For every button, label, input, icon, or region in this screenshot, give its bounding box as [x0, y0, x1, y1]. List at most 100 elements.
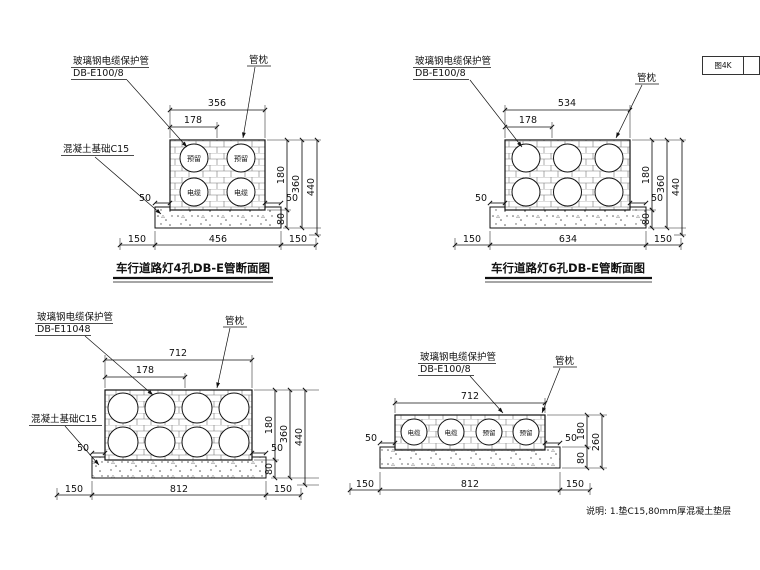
- dim-width-base: 634: [559, 234, 577, 245]
- title-block-cell: [744, 57, 759, 74]
- hole-label: 电缆: [445, 428, 459, 437]
- pipe-hole: [179, 143, 209, 173]
- right-dimensions: 180 80 360 440: [267, 137, 321, 238]
- leader-labels: 玻璃钢电缆保护管 DB-E100/8 管枕: [413, 55, 659, 148]
- pipe-hole: [218, 392, 250, 424]
- top-dimensions: 712 178: [102, 348, 255, 388]
- pipe-hole: [179, 177, 209, 207]
- pipe-model-label: DB-E11048: [37, 324, 90, 335]
- pipe-label: 玻璃钢电缆保护管: [73, 55, 149, 67]
- pipe-hole: [511, 143, 541, 173]
- section-8hole-diagram: 712 178 180 80 360 440 50 50: [29, 311, 319, 500]
- dim-width-top: 534: [558, 98, 576, 109]
- duct-bank-shapes: [489, 139, 647, 229]
- dim-width-base: 812: [170, 484, 188, 495]
- duct-bank-shapes: 预留 预留 电缆 电缆: [154, 139, 282, 229]
- duct-bank-shapes: 电缆 电缆 预留 预留: [379, 414, 561, 469]
- section-4hole-diagram: 预留 预留 电缆 电缆 356 178 180 80 360 440: [61, 54, 321, 283]
- section-title: 车行道路灯6孔DB-E管断面图: [491, 261, 645, 275]
- pipe-model-label: DB-E100/8: [415, 68, 466, 79]
- pipe-hole: [475, 418, 503, 446]
- dim-side-right: 150: [654, 234, 672, 245]
- dim-width-inner: 178: [136, 365, 154, 376]
- dim-ledge-left: 50: [139, 193, 151, 204]
- section-singlerow-diagram: 电缆 电缆 预留 预留 712 180 80 260 50 50: [347, 351, 607, 495]
- ledge-dimensions: 50 50: [139, 193, 298, 206]
- hole-label: 预留: [234, 154, 248, 163]
- notes-text: 说明: 1.垫C15,80mm厚混凝土垫层: [586, 507, 732, 517]
- dim-ledge-right: 50: [286, 193, 298, 204]
- pipe-hole: [144, 392, 176, 424]
- dim-h3: 440: [306, 178, 317, 196]
- pipe-hole: [512, 418, 540, 446]
- top-dimensions: 534 178: [502, 98, 633, 138]
- dim-base-height: 80: [276, 213, 287, 225]
- dim-width-top: 712: [169, 348, 187, 359]
- dim-width-base: 812: [461, 479, 479, 490]
- hole-label: 电缆: [408, 428, 422, 437]
- pipe-model-label: DB-E100/8: [420, 364, 471, 375]
- dim-width-top: 356: [208, 98, 226, 109]
- dim-h3: 440: [671, 178, 682, 196]
- pillow-label: 管枕: [225, 315, 245, 327]
- pillow-label: 管枕: [637, 72, 657, 84]
- pillow-label: 管枕: [249, 54, 269, 66]
- pipe-hole: [181, 426, 213, 458]
- dim-h2: 260: [591, 433, 602, 451]
- pipe-hole: [594, 177, 624, 207]
- dim-width-top: 712: [461, 391, 479, 402]
- dim-base-height: 80: [576, 452, 587, 464]
- hole-label: 预留: [483, 428, 496, 437]
- right-dimensions: 180 80 360 440: [632, 137, 686, 238]
- dim-h1: 180: [276, 166, 287, 184]
- dim-side-right: 150: [289, 234, 307, 245]
- bottom-dimensions: 150 812 150: [347, 472, 593, 495]
- pillow-label: 管枕: [555, 355, 575, 367]
- dim-h1: 180: [576, 422, 587, 440]
- dim-ledge-right: 50: [271, 443, 283, 454]
- right-dimensions: 180 80 260: [547, 412, 607, 471]
- dim-h1: 180: [641, 166, 652, 184]
- diagram-title: 车行道路灯6孔DB-E管断面图: [485, 261, 652, 283]
- pipe-hole: [553, 177, 582, 207]
- bottom-dimensions: 150 634 150: [452, 231, 684, 250]
- hole-label: 预留: [520, 428, 533, 437]
- leader-labels: 玻璃钢电缆保护管 DB-E11048 管枕 混凝土基础C15: [29, 311, 247, 466]
- dim-ledge-left: 50: [475, 193, 487, 204]
- section-6hole-diagram: 534 178 180 80 360 440 50 50: [413, 55, 686, 283]
- section-title: 车行道路灯4孔DB-E管断面图: [116, 261, 270, 275]
- dim-side-left: 150: [463, 234, 481, 245]
- dim-h2: 360: [291, 175, 302, 193]
- dim-h2: 360: [279, 425, 290, 443]
- leader-labels: 玻璃钢电缆保护管 DB-E100/8 管枕: [418, 351, 577, 414]
- pipe-hole: [144, 426, 176, 458]
- duct-bank-shapes: [91, 389, 267, 479]
- dim-width-base: 456: [209, 234, 227, 245]
- pipe-hole: [226, 177, 256, 207]
- pipe-hole: [107, 426, 139, 458]
- pipe-hole: [400, 418, 428, 446]
- dim-side-left: 150: [356, 479, 374, 490]
- pipe-model-label: DB-E100/8: [73, 68, 124, 79]
- pipe-label: 玻璃钢电缆保护管: [420, 351, 496, 363]
- pipe-hole: [553, 143, 582, 173]
- ledge-dimensions: 50 50: [365, 433, 577, 446]
- pipe-label: 玻璃钢电缆保护管: [37, 311, 113, 323]
- dim-side-right: 150: [566, 479, 584, 490]
- dim-base-height: 80: [641, 213, 652, 225]
- dim-ledge-left: 50: [365, 433, 377, 444]
- dim-base-height: 80: [264, 463, 275, 475]
- dim-ledge-right: 50: [651, 193, 663, 204]
- hole-label: 预留: [187, 154, 201, 163]
- pipe-hole: [511, 177, 541, 207]
- bottom-dimensions: 150 812 150: [54, 481, 304, 500]
- pipe-hole: [226, 143, 256, 173]
- dim-ledge-left: 50: [77, 443, 89, 454]
- top-dimensions: 356 178: [167, 98, 268, 138]
- foundation-label: 混凝土基础C15: [63, 143, 129, 155]
- sheet-title-block: 图4K: [702, 56, 760, 75]
- hole-label: 电缆: [234, 188, 248, 197]
- foundation-label: 混凝土基础C15: [31, 413, 97, 425]
- right-dimensions: 180 80 360 440: [254, 387, 319, 488]
